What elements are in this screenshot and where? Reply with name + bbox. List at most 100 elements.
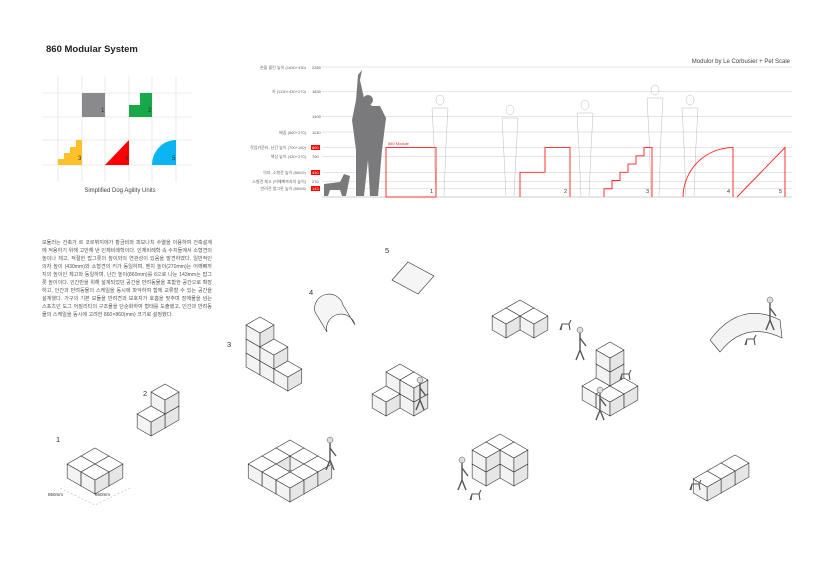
scale-level-value: 700 — [312, 154, 319, 160]
unit-number: 4 — [125, 156, 129, 162]
unit-number: 5 — [172, 156, 176, 162]
module-cube — [80, 463, 110, 495]
unit-square — [82, 93, 105, 117]
triangle-prism-unit — [391, 261, 435, 295]
module-cube — [595, 341, 625, 373]
modulor-scale-chart — [322, 66, 792, 198]
person-figure — [595, 393, 607, 421]
scale-level-value: 143 — [311, 186, 320, 192]
person-figure — [575, 333, 587, 361]
person-outline — [501, 117, 519, 197]
module-cube — [371, 385, 401, 417]
person-outline-head — [580, 99, 590, 111]
half-cylinder-unit — [314, 293, 356, 333]
scale-level-value: 1830 — [312, 89, 321, 95]
person-figure — [325, 443, 337, 471]
scale-level-label: 키 (1130+430+270) — [271, 89, 306, 95]
person-head — [766, 296, 774, 304]
unit-number: 3 — [78, 156, 82, 162]
scale-level-label: 작업카운터, 난간 높이 (700+160) — [250, 145, 306, 151]
module-label: 860 Module — [388, 141, 409, 146]
units-caption: Simplified Dog Agility Units — [84, 188, 156, 194]
person-head — [416, 376, 424, 384]
scale-level-label: 의자, 소형견 높이 (860/2) — [263, 169, 306, 175]
person-figure — [765, 303, 777, 331]
diagram-label: 4 — [309, 288, 314, 297]
person-head — [458, 456, 466, 464]
module-cube — [471, 441, 501, 473]
scale-level-label: 손을 올린 높이 (1830+430) — [260, 64, 306, 70]
dimension-line — [59, 487, 131, 506]
dog-figure — [559, 319, 572, 331]
module-3-stairs — [603, 147, 653, 197]
dog-figure — [469, 489, 482, 501]
cube-top-face — [371, 385, 401, 403]
module-1-box — [385, 147, 437, 198]
module-cube — [519, 307, 549, 339]
cube-top-face — [519, 307, 549, 325]
module-5-triangle — [736, 146, 786, 198]
cube-top-face — [471, 441, 501, 459]
cube-top-face — [80, 463, 110, 481]
isometric-diagrams — [59, 261, 783, 506]
tunnel-unit — [709, 313, 783, 353]
person-head — [576, 326, 584, 334]
description-paragraph: 모듈러는 건축가 르 코르뷔지에가 황금비와 피보나치 수열을 이용하여 건축설… — [42, 240, 212, 319]
scale-level-value: 860 — [311, 145, 320, 151]
scale-level-label: 배꼽 (860+270) — [279, 129, 306, 135]
scale-level-label: 책상 높이 (430+270) — [270, 154, 306, 160]
unit-triangle — [105, 140, 129, 165]
dog-figure — [744, 334, 757, 346]
scale-level-label: 반려견 밥그릇 높이 (860/6) — [260, 186, 306, 192]
person-outline — [681, 107, 699, 197]
unit-step — [129, 93, 152, 117]
module-cube — [491, 307, 521, 339]
modulor-man-silhouette — [352, 70, 386, 196]
diagram-label: 5 — [385, 246, 390, 255]
module-number: 1 — [430, 189, 434, 195]
scale-level-value: 430 — [311, 169, 320, 175]
module-cube — [692, 470, 722, 502]
module-cube — [259, 338, 289, 370]
person-outline-head — [505, 104, 515, 116]
module-cube — [399, 371, 429, 403]
dog-figure — [689, 479, 702, 491]
dog-silhouette — [324, 174, 350, 196]
diagram-label: 2 — [143, 389, 148, 398]
module-cube — [245, 316, 275, 348]
unit-number: 1 — [101, 108, 105, 114]
person-outline — [576, 112, 594, 197]
module-number: 2 — [564, 189, 568, 195]
dimension-label: 860mm — [95, 492, 111, 497]
scale-level-value: 1400 — [312, 113, 321, 119]
dog-figure — [619, 369, 632, 381]
cube-top-face — [692, 470, 722, 488]
modulor-head — [363, 95, 373, 105]
cube-top-face — [136, 405, 166, 423]
person-head — [326, 436, 334, 444]
module-number: 3 — [646, 189, 650, 195]
module-grid — [42, 76, 192, 182]
scale-level-label: 소형견 체고 (어깨뼈까지의 높이) — [252, 178, 306, 184]
person-figure — [415, 383, 427, 411]
page-title: 860 Modular System — [46, 44, 138, 55]
module-number: 4 — [727, 189, 731, 195]
unit-stairs — [58, 140, 82, 165]
cube-top-face — [275, 471, 305, 489]
scale-title: Modulor by Le Corbusier + Pet Scale — [691, 59, 790, 65]
module-cube — [499, 441, 529, 473]
module-cube — [273, 360, 303, 392]
diagram-label: 1 — [56, 435, 61, 444]
cube-top-face — [595, 341, 625, 359]
person-outline-head — [435, 94, 445, 106]
module-number: 5 — [779, 189, 783, 195]
scale-level-value: 1130 — [312, 129, 321, 135]
module-cube — [136, 405, 166, 437]
person-outline — [646, 97, 664, 197]
person-outline-head — [650, 84, 660, 96]
scale-level-value: 270 — [312, 178, 319, 184]
diagram-label: 3 — [227, 340, 232, 349]
cube-top-face — [273, 360, 303, 378]
module-cube — [150, 383, 180, 415]
